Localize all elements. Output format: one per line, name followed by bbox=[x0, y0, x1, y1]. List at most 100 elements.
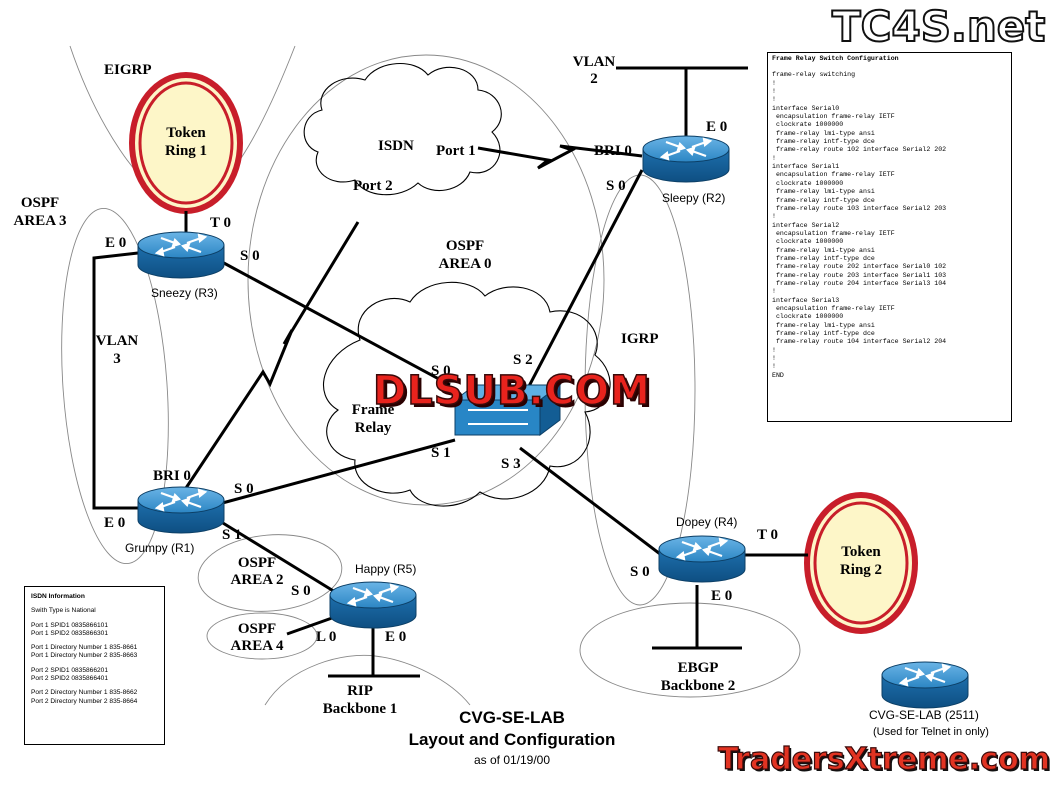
sleepy-bri0: BRI 0 bbox=[594, 143, 632, 159]
token-ring-2 bbox=[804, 492, 918, 634]
config-line: END bbox=[772, 371, 784, 379]
sleepy-s0: S 0 bbox=[606, 178, 626, 194]
isdn-info-line: Port 1 Directory Number 1 835-8661 bbox=[31, 644, 138, 652]
isdn-switch-type: Swith Type is National bbox=[31, 607, 96, 615]
config-line: ! bbox=[772, 213, 776, 221]
config-line: frame-relay route 104 interface Serial2 … bbox=[772, 338, 947, 346]
config-line: ! bbox=[772, 79, 776, 87]
frame-relay-config-title: Frame Relay Switch Configuration bbox=[772, 55, 899, 62]
interface-labels: T 0 E 0 S 0 E 0 BRI 0 S 0 BRI 0 S 0 E 0 … bbox=[104, 119, 778, 645]
frame-dopey-link bbox=[519, 446, 669, 562]
config-line: encapsulation frame-relay IETF bbox=[772, 304, 895, 312]
grumpy-happy-link bbox=[204, 510, 341, 597]
config-line: frame-relay lmi-type ansi bbox=[772, 321, 875, 329]
config-line: frame-relay intf-type dce bbox=[772, 254, 875, 262]
config-line: ! bbox=[772, 346, 776, 354]
sneezy-t0: T 0 bbox=[210, 215, 231, 231]
grumpy-bri0: BRI 0 bbox=[153, 468, 191, 484]
config-line: encapsulation frame-relay IETF bbox=[772, 113, 895, 121]
tradersxtreme-logo: TradersXtreme.com bbox=[717, 741, 1050, 777]
config-line: frame-relay lmi-type ansi bbox=[772, 246, 875, 254]
router-sneezy-label: Sneezy (R3) bbox=[151, 286, 218, 300]
frame-relay-config-box: Frame Relay Switch Configuration frame-r… bbox=[767, 52, 1012, 422]
isdn-info-line: Port 1 SPID2 0835866301 bbox=[31, 629, 108, 637]
config-line: ! bbox=[772, 363, 776, 371]
grumpy-isdn-link bbox=[184, 221, 360, 489]
router-cvg-note: (Used for Telnet in only) bbox=[873, 726, 989, 738]
rip-region bbox=[264, 654, 471, 706]
config-line: clockrate 1000000 bbox=[772, 179, 844, 187]
config-line: frame-relay route 203 interface Serial1 … bbox=[772, 271, 947, 279]
router-happy bbox=[328, 580, 418, 630]
sneezy-s0: S 0 bbox=[240, 248, 260, 264]
router-cvg-label: CVG-SE-LAB (2511) bbox=[869, 708, 979, 722]
port1-label: Port 1 bbox=[436, 143, 476, 159]
config-line: clockrate 1000000 bbox=[772, 238, 844, 246]
fr-s1: S 1 bbox=[431, 445, 451, 461]
config-line: interface Serial1 bbox=[772, 163, 840, 171]
fr-s2: S 2 bbox=[513, 352, 533, 368]
isdn-cloud bbox=[303, 63, 502, 196]
router-happy-label: Happy (R5) bbox=[355, 562, 416, 576]
ospf-area0-region bbox=[247, 54, 605, 506]
config-line: frame-relay lmi-type ansi bbox=[772, 129, 875, 137]
frame-relay-config-lines: frame-relay switching!!!interface Serial… bbox=[772, 71, 1007, 380]
config-line: interface Serial3 bbox=[772, 296, 840, 304]
isdn-label: ISDN bbox=[378, 138, 414, 154]
frame-relay-switch bbox=[453, 384, 562, 436]
frame-relay-cloud bbox=[322, 281, 611, 507]
config-line: ! bbox=[772, 288, 776, 296]
isdn-info-box: ISDN Information Swith Type is National … bbox=[24, 586, 165, 745]
sleepy-e0: E 0 bbox=[706, 119, 727, 135]
config-line: frame-relay route 204 interface Serial3 … bbox=[772, 279, 947, 287]
config-line: frame-relay route 103 interface Serial2 … bbox=[772, 204, 947, 212]
config-line: frame-relay lmi-type ansi bbox=[772, 188, 875, 196]
happy-e0: E 0 bbox=[385, 629, 406, 645]
eigrp-label: EIGRP bbox=[104, 62, 152, 78]
vlan3-link bbox=[92, 251, 140, 510]
grumpy-s0: S 0 bbox=[234, 481, 254, 497]
config-line: clockrate 1000000 bbox=[772, 121, 844, 129]
happy-l0: L 0 bbox=[316, 629, 336, 645]
isdn-info-title: ISDN Information bbox=[31, 593, 85, 600]
config-line: interface Serial0 bbox=[772, 104, 840, 112]
config-line: frame-relay intf-type dce bbox=[772, 138, 875, 146]
router-dopey bbox=[657, 534, 747, 584]
ebgp-region bbox=[579, 602, 801, 698]
fr-s0: S 0 bbox=[431, 363, 451, 379]
router-sleepy bbox=[641, 134, 731, 184]
diagram-title: CVG-SE-LAB bbox=[459, 708, 565, 727]
igrp-label: IGRP bbox=[621, 331, 659, 347]
router-cvg bbox=[880, 660, 970, 710]
links bbox=[92, 66, 808, 678]
config-line: ! bbox=[772, 154, 776, 162]
diagram-subtitle: Layout and Configuration bbox=[408, 730, 616, 749]
config-line: frame-relay intf-type dce bbox=[772, 196, 875, 204]
ospf-area3-region bbox=[61, 207, 169, 565]
dopey-s0: S 0 bbox=[630, 564, 650, 580]
config-line: frame-relay intf-type dce bbox=[772, 330, 875, 337]
config-line: ! bbox=[772, 96, 776, 104]
router-dopey-label: Dopey (R4) bbox=[676, 515, 737, 529]
config-line: encapsulation frame-relay IETF bbox=[772, 171, 895, 179]
isdn-info-line: Port 1 SPID1 0835866101 bbox=[31, 621, 108, 629]
grumpy-e0: E 0 bbox=[104, 515, 125, 531]
config-line: frame-relay switching bbox=[772, 71, 856, 79]
tc4s-logo: TC4S.net bbox=[831, 1, 1046, 52]
isdn-info-line: Port 1 Directory Number 2 835-8663 bbox=[31, 652, 138, 660]
router-grumpy-label: Grumpy (R1) bbox=[125, 541, 194, 555]
sneezy-e0: E 0 bbox=[105, 235, 126, 251]
isdn-info-line: Port 2 SPID2 0835866401 bbox=[31, 675, 108, 683]
